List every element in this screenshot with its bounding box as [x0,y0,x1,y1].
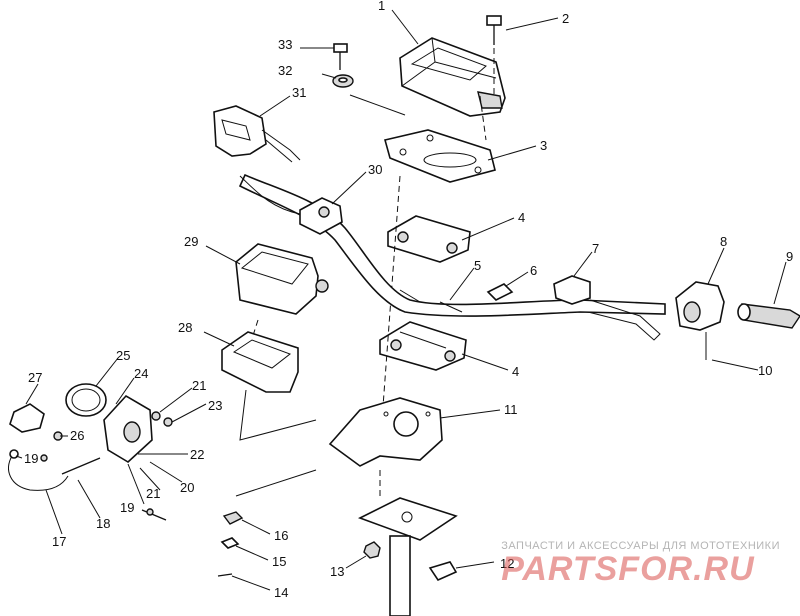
part-27-grommet [9,403,45,433]
watermark: ЗАПЧАСТИ И АКСЕССУАРЫ ДЛЯ МОТОТЕХНИКИ PA… [501,540,780,586]
callout-28: 28 [178,320,192,335]
part-8-throttle-housing [675,281,725,331]
part-18-bolt [61,457,101,475]
leader-28-to-11 [239,389,317,441]
callout-21-upper: 21 [192,378,206,393]
part-2-bolt [486,15,502,95]
callout-17: 17 [52,534,66,549]
callout-3: 3 [540,138,547,153]
callout-5: 5 [474,258,481,273]
handlebar [238,173,666,317]
callout-15: 15 [272,554,286,569]
part-1-cover [399,37,506,117]
callout-21-lower: 21 [146,486,160,501]
callout-27: 27 [28,370,42,385]
callout-31: 31 [292,85,306,100]
callout-32: 32 [278,63,292,78]
part-9-grip [737,303,800,329]
callout-22: 22 [190,447,204,462]
part-6-label [486,283,514,301]
callout-9: 9 [786,249,793,264]
callout-23: 23 [208,398,222,413]
part-4-upper-clamp [387,215,471,263]
part-7-master-cylinder [553,275,661,341]
callout-24: 24 [134,366,148,381]
part-24-housing [103,394,153,463]
callout-11: 11 [504,402,518,417]
callout-26: 26 [70,428,84,443]
part-25-ring [65,383,107,417]
callout-13: 13 [330,564,344,579]
part-30-switch [239,175,343,235]
callout-19-lower: 19 [120,500,134,515]
part-33-bolt [333,43,348,70]
axis-line-cover [479,95,487,141]
callout-14: 14 [274,585,288,600]
leader-lines [15,9,787,591]
part-28-cup [221,331,299,393]
part-13-nut [363,541,381,559]
callout-labels: 1 2 3 4 4 5 6 7 8 9 10 11 12 13 14 15 16… [24,0,793,600]
callout-7: 7 [592,241,599,256]
part-4-lower-clamp [379,321,467,371]
callout-1: 1 [378,0,385,13]
callout-25: 25 [116,348,130,363]
callout-33: 33 [278,37,292,52]
part-16-clip [222,511,244,525]
callout-29: 29 [184,234,198,249]
part-3-plate [384,129,496,183]
part-32-washer [332,74,406,116]
callout-18: 18 [96,516,110,531]
part-31-control [213,105,301,163]
callout-30: 30 [368,162,382,177]
callout-19-upper: 19 [24,451,38,466]
callout-4-upper: 4 [518,210,525,225]
callout-8: 8 [720,234,727,249]
callout-20: 20 [180,480,194,495]
part-21-washer-upper [151,411,173,427]
part-14-pin [217,573,233,577]
leader-bracket [235,469,317,497]
part-19-screw [40,454,48,462]
callout-4-lower: 4 [512,364,519,379]
watermark-tagline: ЗАПЧАСТИ И АКСЕССУАРЫ ДЛЯ МОТОТЕХНИКИ [501,540,780,552]
part-11-bracket [328,397,443,467]
part-12-plate [357,497,458,616]
callout-12: 12 [500,556,514,571]
part-29-gauge [235,243,329,315]
callout-10: 10 [758,363,772,378]
callout-2: 2 [562,11,569,26]
watermark-logo: PARTSFOR.RU [501,550,755,588]
callout-16: 16 [274,528,288,543]
callout-6: 6 [530,263,537,278]
part-19-bolt-lower [141,508,167,521]
part-15-clip [220,537,240,549]
